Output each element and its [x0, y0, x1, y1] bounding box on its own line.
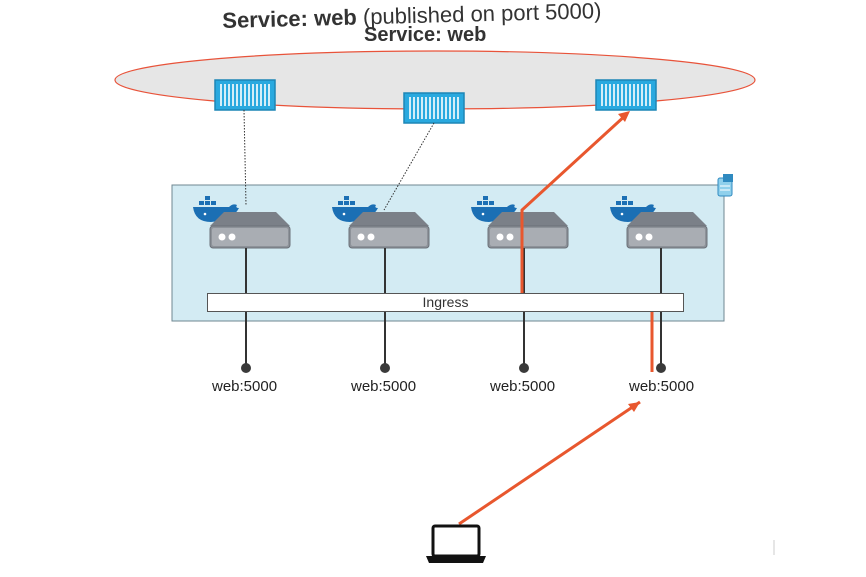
port-dot — [656, 363, 666, 373]
port-dot — [519, 363, 529, 373]
port-label: web:5000 — [629, 378, 695, 395]
server-icon — [348, 211, 430, 249]
port-dot — [241, 363, 251, 373]
service-title-main: Service: web — [222, 4, 358, 33]
replica-link — [243, 109, 247, 206]
service-title-overlay: Service: web — [364, 24, 487, 46]
container-icon — [595, 79, 657, 111]
arrow-head — [628, 402, 640, 412]
port-dot — [380, 363, 390, 373]
container-icon — [214, 79, 276, 111]
arrow-head — [618, 111, 630, 122]
swarm-icon — [717, 174, 733, 197]
ingress-network: Ingress — [207, 293, 684, 312]
laptop-icon — [426, 524, 486, 563]
server-icon — [209, 211, 291, 249]
port-label: web:5000 — [351, 378, 417, 395]
port-label: web:5000 — [490, 378, 556, 395]
server-icon — [626, 211, 708, 249]
server-icon — [487, 211, 569, 249]
port-label: web:5000 — [212, 378, 278, 395]
container-icon — [403, 92, 465, 124]
